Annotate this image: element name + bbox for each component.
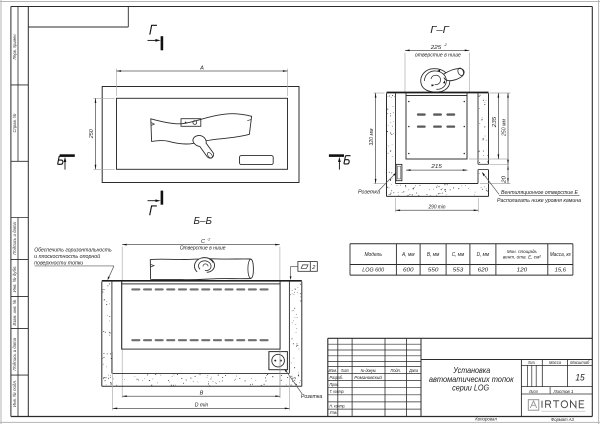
- svg-text:С, мм: С, мм: [452, 252, 465, 258]
- svg-text:В: В: [200, 390, 204, 396]
- svg-text:поверхности топки: поверхности топки: [34, 261, 83, 267]
- svg-text:Мин. площадь: Мин. площадь: [507, 249, 537, 255]
- svg-text:550: 550: [428, 268, 439, 274]
- svg-text:вент. отв. Е, см²: вент. отв. Е, см²: [503, 255, 541, 261]
- svg-text:120: 120: [517, 268, 528, 274]
- svg-text:D min: D min: [195, 403, 209, 409]
- svg-text:2: 2: [311, 265, 316, 271]
- svg-text:Лист: Лист: [340, 368, 349, 373]
- svg-text:Обеспечить горизонтальность: Обеспечить горизонтальность: [34, 247, 112, 253]
- svg-text:Модель: Модель: [364, 252, 382, 258]
- svg-text:Масса: Масса: [549, 360, 562, 365]
- svg-text:LOG 600: LOG 600: [362, 268, 385, 274]
- svg-text:Розетка: Розетка: [358, 190, 380, 196]
- svg-text:290 min: 290 min: [428, 204, 446, 210]
- svg-text:320 мм: 320 мм: [369, 128, 375, 145]
- svg-text:и плоскостность опорной: и плоскостность опорной: [34, 253, 100, 260]
- svg-text:Т. контр.: Т. контр.: [330, 389, 345, 394]
- svg-text:Справ. №: Справ. №: [12, 114, 18, 133]
- svg-text:Инв. № дубл.: Инв. № дубл.: [12, 265, 18, 292]
- svg-text:-2: -2: [444, 43, 447, 47]
- svg-text:D, мм: D, мм: [477, 252, 490, 258]
- svg-text:A: A: [199, 65, 204, 71]
- svg-text:Разраб.: Разраб.: [330, 375, 344, 380]
- svg-text:Романовский: Романовский: [354, 375, 382, 380]
- svg-text:Формат А3: Формат А3: [551, 417, 574, 423]
- svg-text:Утв.: Утв.: [330, 410, 338, 415]
- svg-text:Установка: Установка: [452, 365, 490, 375]
- svg-text:15,6: 15,6: [555, 268, 567, 274]
- svg-text:С: С: [201, 239, 206, 245]
- svg-text:Лист: Лист: [528, 389, 538, 394]
- svg-text:№ докум.: № докум.: [361, 368, 377, 373]
- svg-text:-2: -2: [207, 238, 210, 242]
- svg-text:А, мм: А, мм: [401, 252, 415, 258]
- svg-text:Масштаб: Масштаб: [570, 360, 590, 365]
- svg-text:215: 215: [430, 164, 443, 170]
- svg-text:автоматических топок: автоматических топок: [429, 374, 515, 384]
- svg-text:Дата: Дата: [408, 368, 418, 373]
- svg-text:Инв. № подл.: Инв. № подл.: [12, 380, 18, 407]
- svg-text:Вентиляционное отверстие Е: Вентиляционное отверстие Е: [501, 190, 579, 196]
- svg-text:Подп.: Подп.: [391, 368, 401, 373]
- svg-text:600: 600: [403, 268, 414, 274]
- svg-text:Перв. примен.: Перв. примен.: [12, 34, 18, 60]
- svg-text:Изм.: Изм.: [328, 368, 337, 373]
- svg-text:Масса, кг: Масса, кг: [550, 252, 571, 258]
- svg-text:Копировал: Копировал: [475, 416, 497, 422]
- svg-text:225: 225: [430, 45, 443, 51]
- svg-text:отверстие в нише: отверстие в нише: [415, 52, 461, 58]
- svg-text:Г–Г: Г–Г: [430, 25, 450, 36]
- svg-text:Располагать ниже уровня камина: Располагать ниже уровня камина: [497, 198, 581, 204]
- svg-text:Отверстие в нише: Отверстие в нише: [180, 245, 226, 251]
- svg-text:553: 553: [453, 268, 464, 274]
- svg-text:620: 620: [478, 268, 489, 274]
- svg-text:серии LOG: серии LOG: [452, 382, 489, 392]
- svg-text:Листов 1: Листов 1: [552, 389, 573, 394]
- svg-text:Б–Б: Б–Б: [194, 216, 213, 227]
- svg-text:235: 235: [492, 116, 498, 129]
- svg-text:Взам. инв. №: Взам. инв. №: [12, 300, 18, 326]
- svg-text:Лит.: Лит.: [527, 360, 535, 365]
- svg-text:20: 20: [501, 175, 507, 184]
- svg-text:Подпись и дата: Подпись и дата: [12, 338, 18, 371]
- svg-text:Розетка: Розетка: [301, 394, 323, 400]
- svg-text:250: 250: [89, 129, 95, 139]
- svg-text:250 мм: 250 мм: [502, 119, 508, 137]
- svg-text:Пров.: Пров.: [330, 382, 340, 387]
- svg-text:Н. контр.: Н. контр.: [330, 403, 346, 408]
- svg-text:В, мм: В, мм: [427, 252, 440, 258]
- svg-text:15: 15: [575, 371, 585, 382]
- svg-text:Подпись и дата: Подпись и дата: [12, 222, 18, 255]
